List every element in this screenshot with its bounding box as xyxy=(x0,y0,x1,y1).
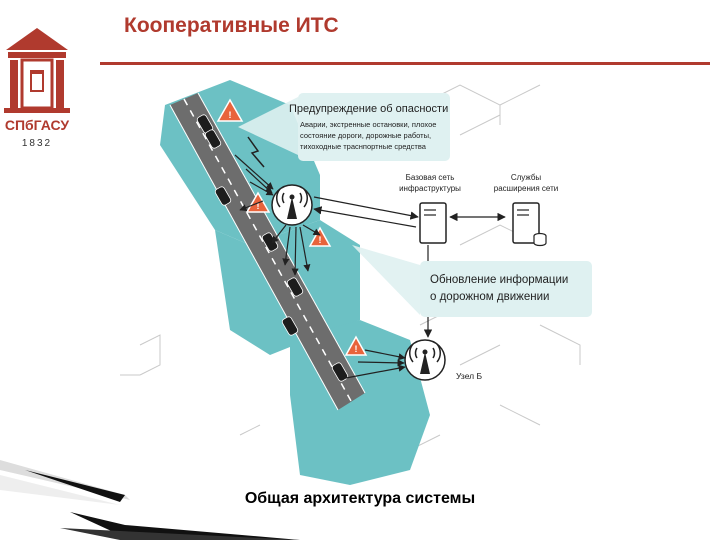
hazard-warning-line: тихоходные траснпортные средства xyxy=(300,142,427,151)
infrastructure-server xyxy=(419,202,447,244)
road xyxy=(169,92,366,411)
svg-text:!: ! xyxy=(257,201,260,211)
hazard-warning-callout: Предупреждение об опасности Аварии, экст… xyxy=(289,93,450,161)
hazard-warning-line: Аварии, экстренные остановки, плохое xyxy=(300,120,436,129)
hazard-callout-beam xyxy=(238,97,298,155)
network-services-server xyxy=(512,202,547,247)
traffic-update-text: о дорожном движении xyxy=(430,291,549,303)
logo-abbreviation: СПбГАСУ xyxy=(5,117,70,133)
hazard-warning-icon xyxy=(308,226,332,247)
roadside-unit-a xyxy=(271,184,313,226)
svg-text:!: ! xyxy=(355,344,358,354)
vehicle xyxy=(331,362,349,382)
logo-year: 1832 xyxy=(22,138,52,149)
title-underline xyxy=(100,62,710,65)
node-b-unit xyxy=(404,339,446,381)
infrastructure-label: инфраструктуры xyxy=(399,184,461,193)
svg-text:!: ! xyxy=(229,110,232,120)
traffic-update-callout: Обновление информации о дорожном движени… xyxy=(420,261,592,317)
university-logo: СПбГАСУ 1832 xyxy=(4,28,70,149)
architecture-diagram: ! ! ! ! xyxy=(120,80,592,485)
decorative-corner-stripes xyxy=(0,460,300,540)
network-services-label: расширения сети xyxy=(494,184,558,193)
hazard-warning-title: Предупреждение об опасности xyxy=(289,103,448,115)
infrastructure-label: Базовая сеть xyxy=(406,173,455,182)
lightning-icon xyxy=(247,136,265,168)
vehicle xyxy=(204,129,222,149)
traffic-update-text: Обновление информации xyxy=(430,274,568,286)
vehicle xyxy=(214,186,232,206)
page-title: Кооперативные ИТС xyxy=(124,14,339,37)
node-b-links xyxy=(345,349,406,379)
hazard-warning-icon xyxy=(216,98,244,122)
node-b-label: Узел Б xyxy=(456,371,482,381)
unit-a-links xyxy=(234,154,321,276)
backbone-links xyxy=(313,196,506,338)
vehicle xyxy=(286,277,304,297)
vehicles xyxy=(196,114,349,382)
hazard-warning-line: состояние дороги, дорожные работы, xyxy=(300,131,431,140)
vehicle xyxy=(281,316,299,336)
hazard-warning-icon xyxy=(344,335,368,356)
building-emblem xyxy=(4,28,70,113)
svg-text:!: ! xyxy=(319,235,322,245)
network-services-label: Службы xyxy=(511,173,542,182)
figure-caption: Общая архитектура системы xyxy=(244,490,476,507)
update-callout-beam xyxy=(352,245,420,315)
